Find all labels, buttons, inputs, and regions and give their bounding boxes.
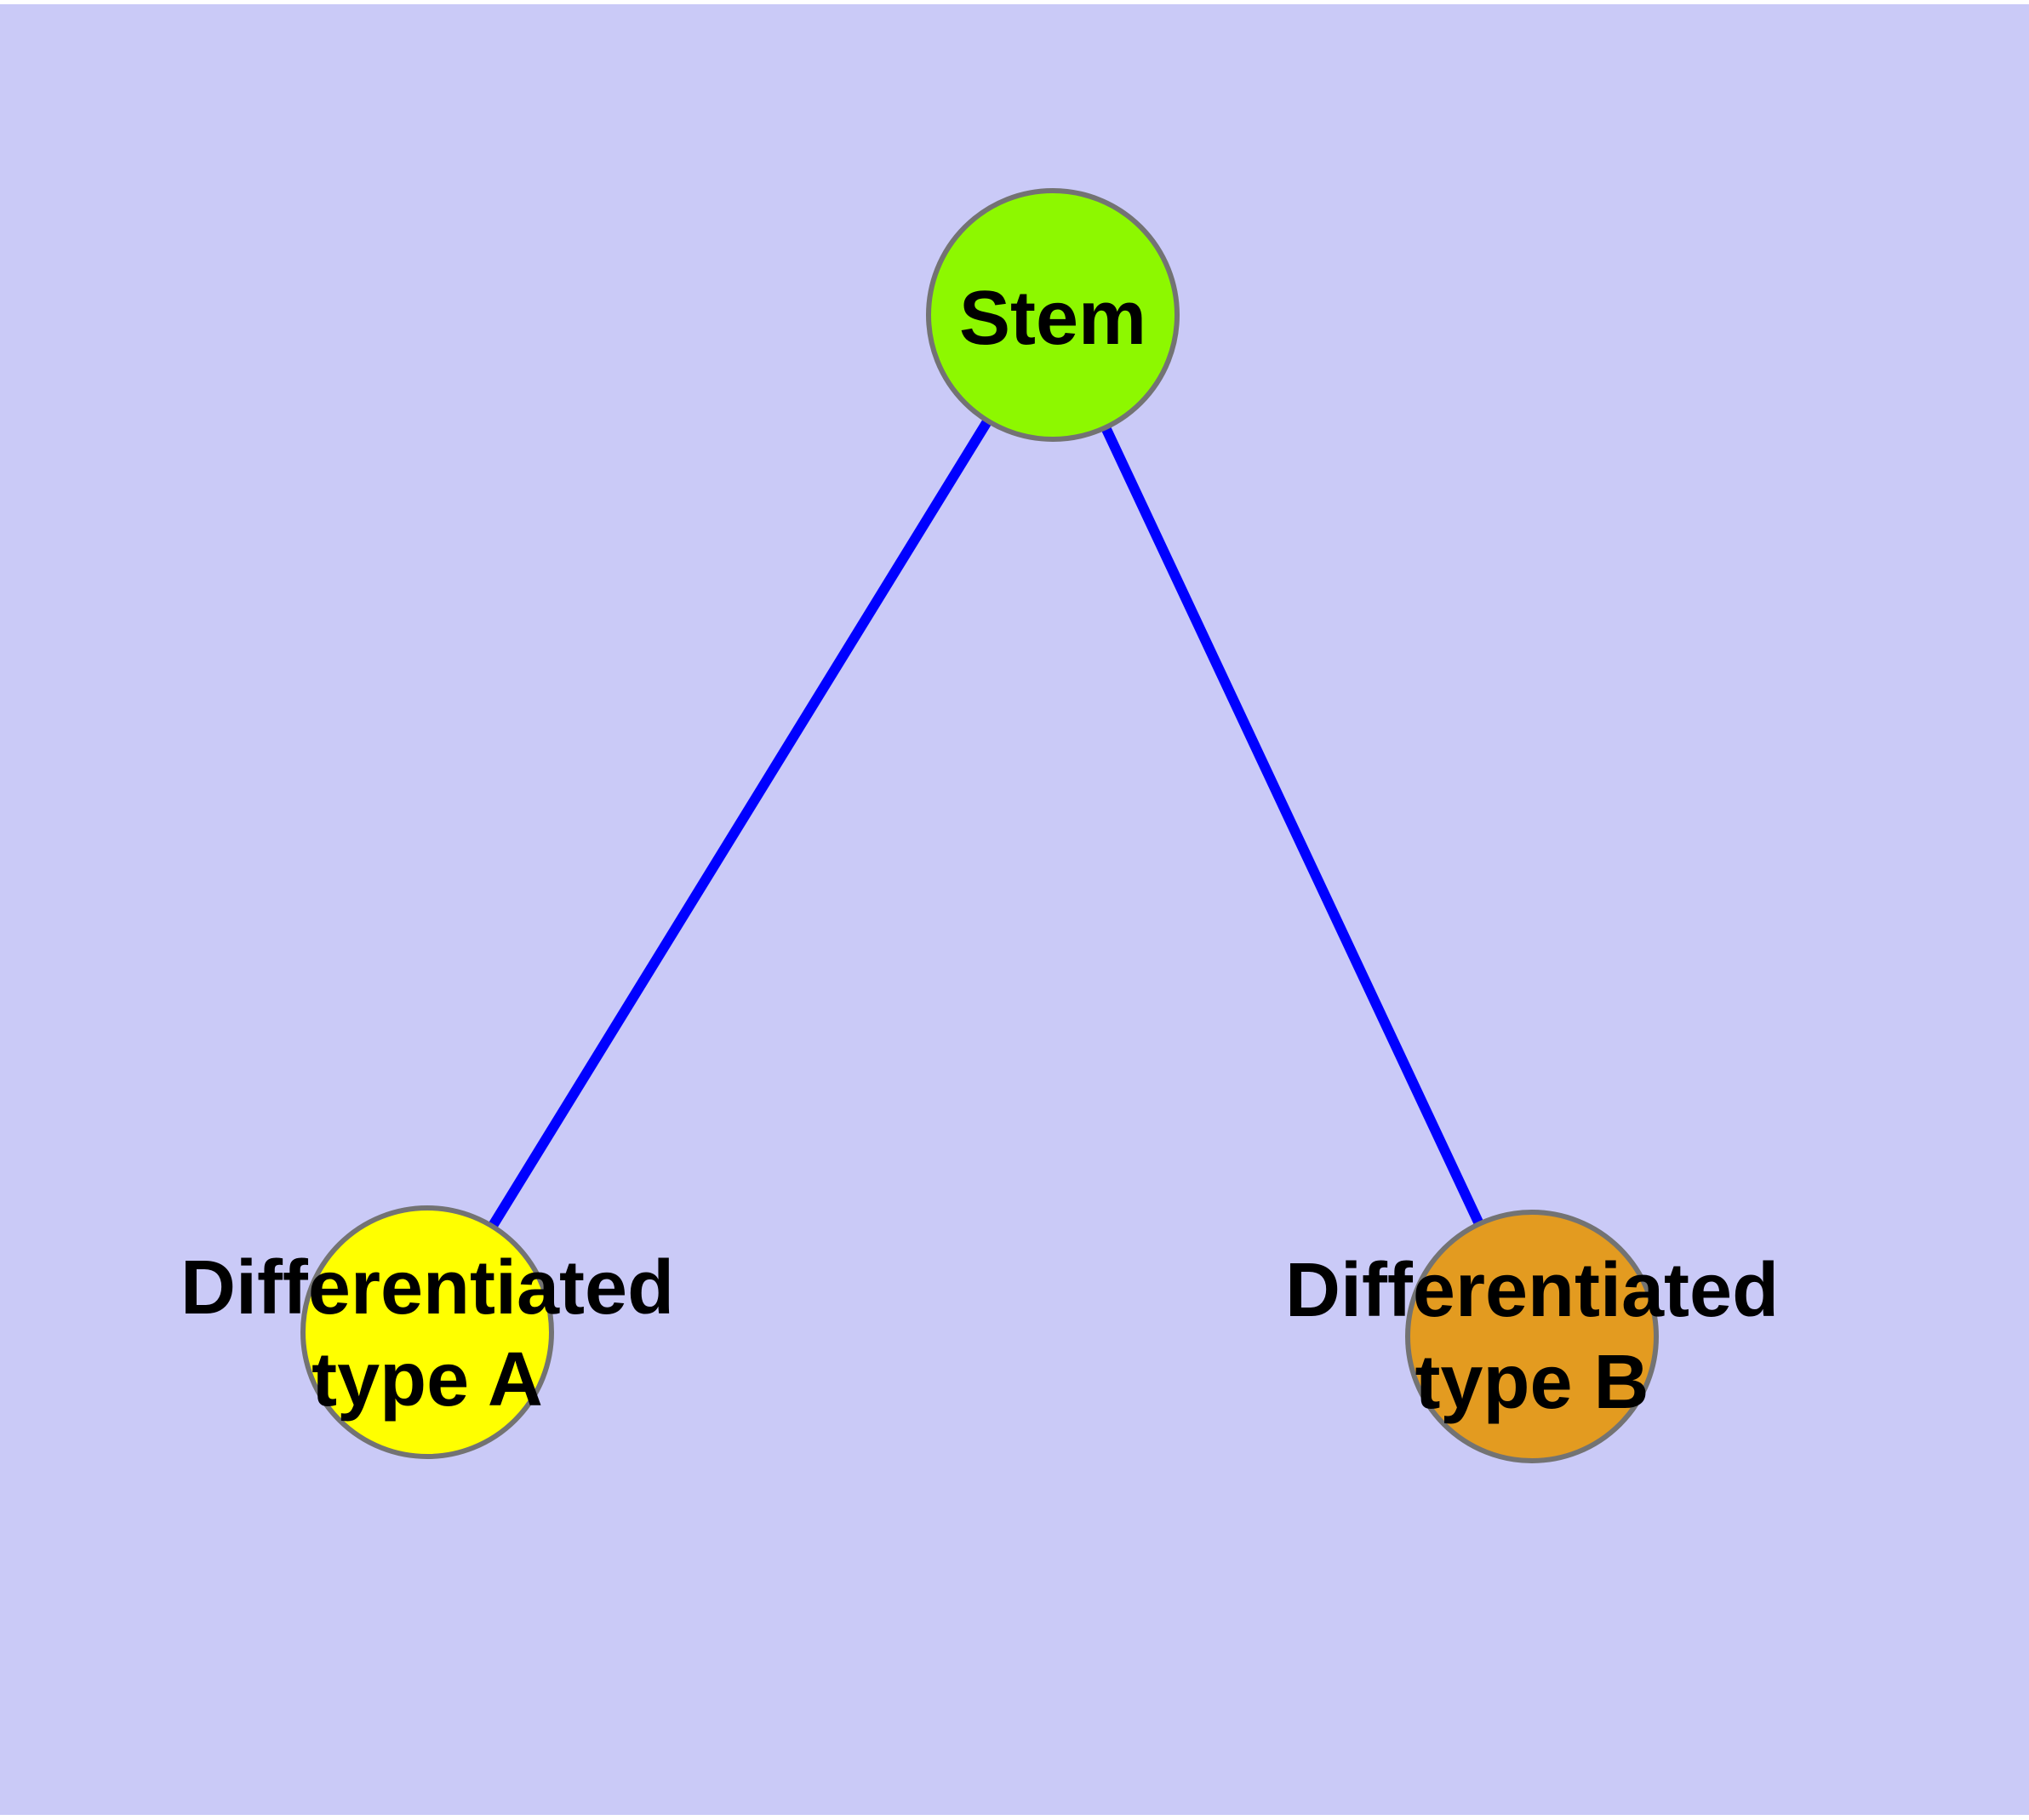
node-differentiated-type-b-circle — [1405, 1210, 1659, 1463]
node-differentiated-type-a-circle — [300, 1205, 554, 1459]
node-stem-circle — [926, 188, 1180, 442]
edge-stem-to-type-b — [1048, 312, 1537, 1339]
edge-stem-to-type-a — [422, 312, 1058, 1336]
